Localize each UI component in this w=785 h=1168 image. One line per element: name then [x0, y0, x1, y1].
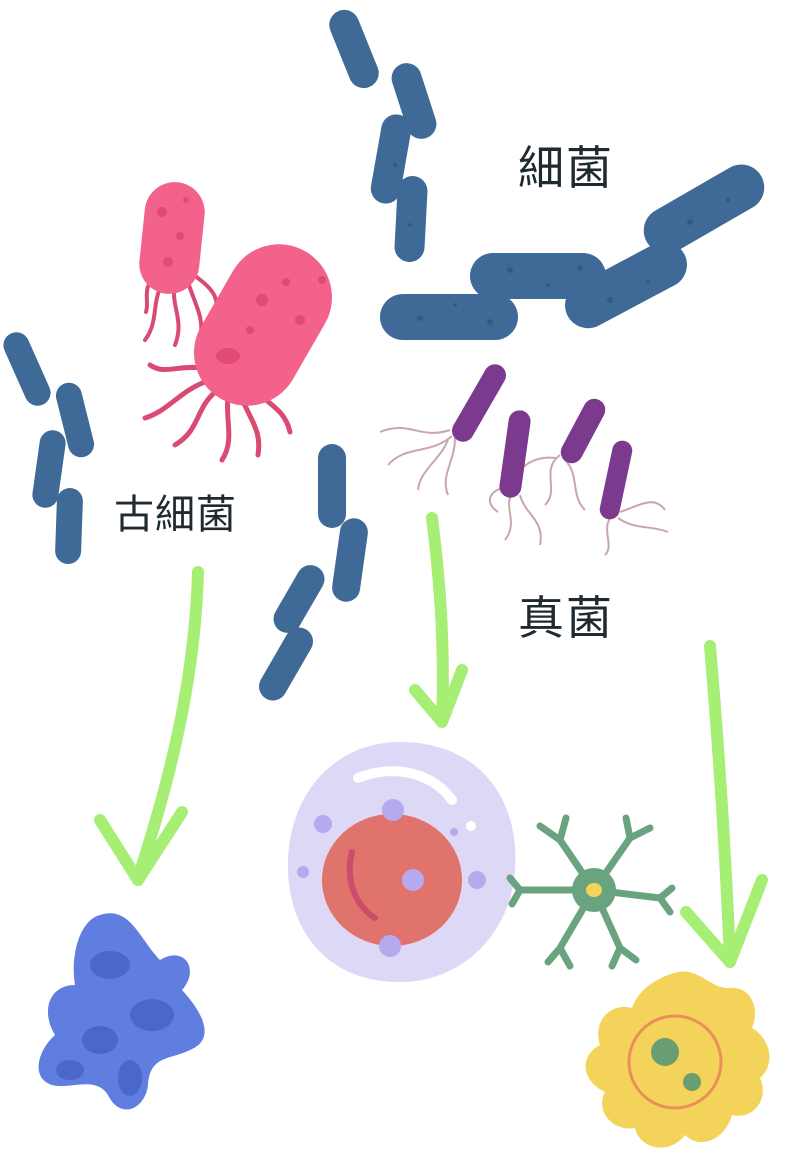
rod-bacteria-icon: [394, 175, 428, 262]
rod-bacteria-icon: [254, 622, 318, 705]
label-bacteria: 細菌: [518, 132, 614, 198]
rod-bacteria-icon: [635, 156, 772, 262]
amoeba-icon: [39, 913, 205, 1109]
label-eukarya: 真菌: [518, 582, 614, 648]
spirillum-icon: [498, 409, 532, 499]
rod-bacteria-icon: [0, 328, 55, 410]
rod-bacteria-icon: [268, 560, 329, 638]
rod-bacteria-icon: [380, 294, 518, 340]
rod-bacteria-group: [0, 5, 773, 705]
rod-bacteria-icon: [330, 516, 369, 603]
rod-bacteria-icon: [55, 488, 84, 565]
spirillum-icon: [448, 360, 510, 445]
spirillum-group: [380, 360, 668, 555]
arrow-icon: [686, 646, 762, 962]
eukaryotic-cell-icon: [288, 742, 515, 982]
arrow-icon: [415, 518, 462, 722]
arrow-icon: [100, 572, 198, 880]
spirillum-icon: [557, 395, 609, 467]
label-archaea: 古細菌: [114, 482, 237, 540]
neuron-nucleus: [586, 883, 602, 897]
rod-bacteria-icon: [318, 444, 346, 528]
rod-bacteria-icon: [325, 5, 384, 92]
yellow-cell-icon: [586, 972, 770, 1148]
